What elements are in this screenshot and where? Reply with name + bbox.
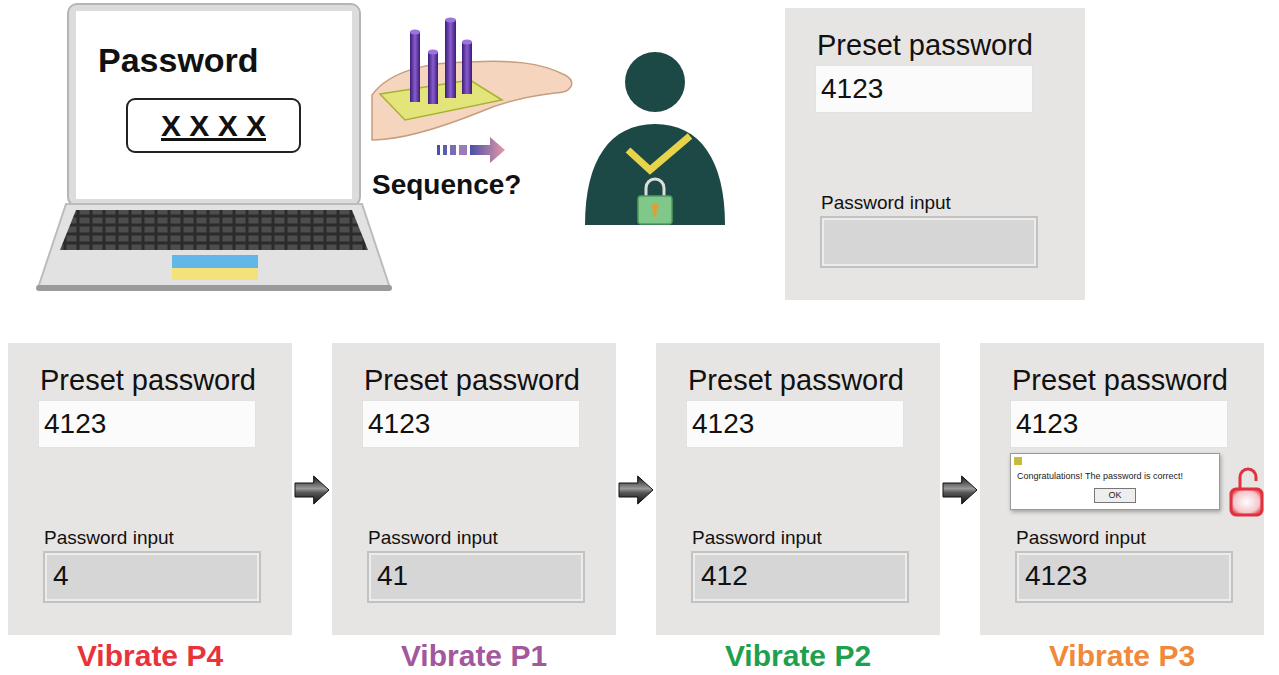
password-mask-box: X X X X <box>126 98 301 153</box>
preset-field: 4123 <box>686 400 904 448</box>
label-slot: Vibrate P2 <box>656 638 940 674</box>
panel-heading: Preset password <box>40 363 292 397</box>
step-arrow <box>295 476 329 504</box>
ok-button: OK <box>1094 488 1136 503</box>
message-dialog: Congratulations! The password is correct… <box>1010 453 1220 510</box>
field-label: Password input <box>40 526 292 550</box>
field-label: Password input <box>1012 526 1264 550</box>
panel-heading: Preset password <box>817 28 1085 62</box>
box-text: 4123 <box>368 401 579 447</box>
laptop-screen: Password X X X X <box>78 12 352 192</box>
preset-field: 4123 <box>38 400 256 448</box>
panel-heading: Preset password <box>364 363 616 397</box>
box-text: Congratulations! The password is correct… <box>1017 470 1213 482</box>
box-text: 4123 <box>692 401 903 447</box>
wrist-sensor-figure <box>372 18 572 141</box>
box-text: X X X X <box>128 100 299 151</box>
question-label: Sequence? <box>372 168 572 202</box>
input-field: 4123 <box>1015 551 1233 603</box>
step-arrow <box>943 476 977 504</box>
preset-field: 4123 <box>1010 400 1228 448</box>
password-panel: Preset passwordPassword input41234123Con… <box>980 343 1264 635</box>
empty-input-field <box>820 216 1038 268</box>
password-panel: Preset passwordPassword input 4123 41 <box>332 343 616 635</box>
box-text: 41 <box>377 553 583 599</box>
step-arrow <box>619 476 653 504</box>
preset-field: 4123 <box>362 400 580 448</box>
label-slot: Sequence? <box>372 168 572 202</box>
box-text: 4123 <box>1016 401 1227 447</box>
box-text: 4123 <box>1025 553 1231 599</box>
box-text: 4 <box>53 553 259 599</box>
input-field: 4 <box>43 551 261 603</box>
step-label: Vibrate P3 <box>980 638 1264 674</box>
box-text: OK <box>1095 489 1135 502</box>
input-field: 41 <box>367 551 585 603</box>
box-text: 412 <box>701 553 907 599</box>
box-text: Password <box>98 40 352 80</box>
laptop-figure <box>36 4 392 291</box>
label-slot: Vibrate P3 <box>980 638 1264 674</box>
input-field: 412 <box>691 551 909 603</box>
password-panel: Preset passwordPassword input 4123 412 <box>656 343 940 635</box>
step-label: Vibrate P2 <box>656 638 940 674</box>
box-text: 4123 <box>821 66 1032 112</box>
label-slot: Vibrate P1 <box>332 638 616 674</box>
field-label: Password input <box>688 526 940 550</box>
panel-heading: Preset password <box>1012 363 1264 397</box>
label-slot: Vibrate P4 <box>8 638 292 674</box>
panel-heading: Preset password <box>688 363 940 397</box>
field-label: Password input <box>364 526 616 550</box>
field-label: Password input <box>817 191 1085 215</box>
preset-field: 4123 <box>815 65 1033 113</box>
password-panel: Preset passwordPassword input 4123 <box>785 8 1085 300</box>
step-label: Vibrate P4 <box>8 638 292 674</box>
box-text: 4123 <box>44 401 255 447</box>
password-panel: Preset passwordPassword input 4123 4 <box>8 343 292 635</box>
step-label: Vibrate P1 <box>332 638 616 674</box>
user-icon <box>585 52 725 225</box>
sequence-arrow <box>437 137 505 163</box>
